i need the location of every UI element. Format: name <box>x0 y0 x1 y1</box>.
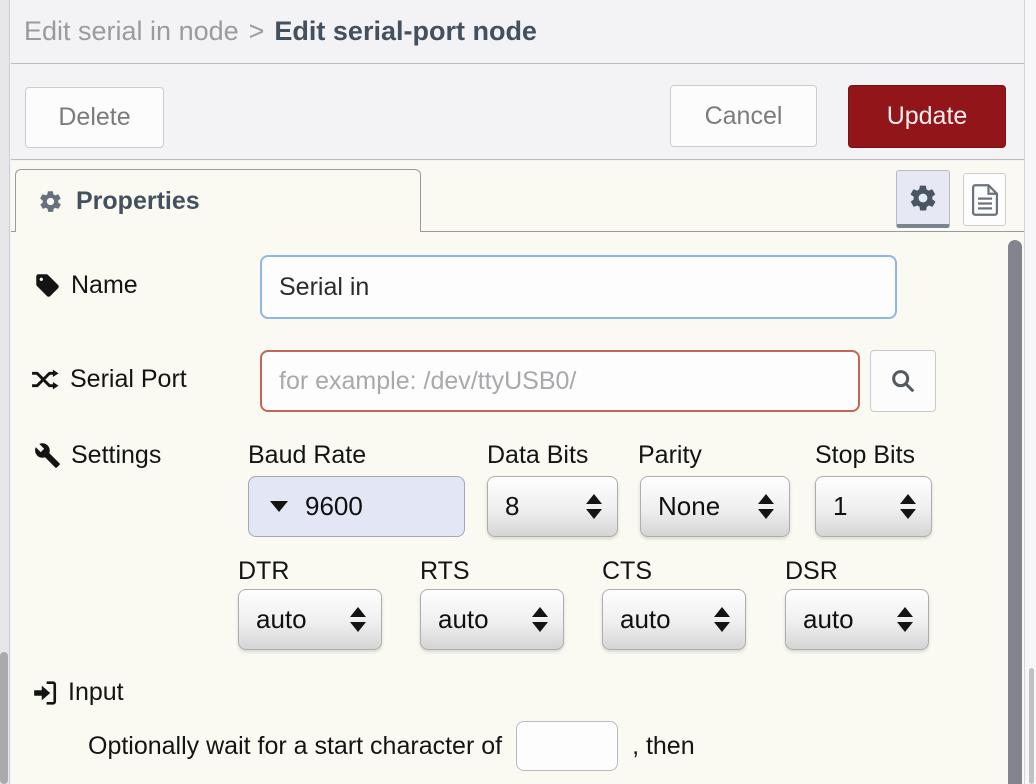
start-character-input[interactable] <box>516 721 619 771</box>
window-scrollbar-thumb[interactable] <box>1029 668 1034 784</box>
node-settings-button[interactable] <box>896 170 950 228</box>
page-title: Edit serial-port node <box>274 16 537 46</box>
updown-arrows-icon <box>350 607 366 632</box>
update-button[interactable]: Update <box>848 85 1006 148</box>
shuffle-icon <box>30 366 60 393</box>
delete-button[interactable]: Delete <box>25 87 164 148</box>
parity-select[interactable]: None <box>640 476 790 537</box>
window-scrollbar-track <box>1024 0 1036 784</box>
updown-arrows-icon <box>758 494 774 519</box>
updown-arrows-icon <box>897 607 913 632</box>
baud-rate-label: Baud Rate <box>248 441 367 469</box>
wrench-icon <box>34 442 61 469</box>
updown-arrows-icon <box>714 607 730 632</box>
node-description-button[interactable] <box>963 173 1006 226</box>
wait-start-character-row: Optionally wait for a start character of… <box>88 720 695 772</box>
dtr-value: auto <box>256 604 307 634</box>
rts-label: RTS <box>420 557 470 585</box>
rts-value: auto <box>438 604 489 634</box>
tag-icon <box>34 272 61 299</box>
gear-icon <box>38 189 63 214</box>
cts-value: auto <box>620 604 671 634</box>
magnifier-icon <box>889 367 917 395</box>
dsr-value: auto <box>803 604 854 634</box>
wait-text-before: Optionally wait for a start character of <box>88 731 503 760</box>
stop-bits-label: Stop Bits <box>815 441 916 469</box>
parity-value: None <box>658 491 721 521</box>
name-field-label: Name <box>34 271 138 300</box>
form-scrollbar-thumb[interactable] <box>1008 240 1022 784</box>
baud-rate-value: 9600 <box>305 491 363 521</box>
sign-in-icon <box>32 680 58 706</box>
data-bits-label: Data Bits <box>487 441 589 469</box>
chevron-down-icon <box>270 501 288 512</box>
dtr-label: DTR <box>238 557 290 585</box>
serial-port-field-label: Serial Port <box>30 365 187 394</box>
name-input[interactable] <box>260 255 897 319</box>
data-bits-value: 8 <box>505 491 520 521</box>
dsr-label: DSR <box>785 557 838 585</box>
settings-section-label: Settings <box>34 441 161 470</box>
parity-label: Parity <box>638 441 702 469</box>
breadcrumb-parent[interactable]: Edit serial in node <box>24 16 239 46</box>
updown-arrows-icon <box>532 607 548 632</box>
dialog-header: Edit serial in node > Edit serial-port n… <box>11 0 1024 64</box>
page-left-strip <box>0 0 10 784</box>
tab-properties[interactable]: Properties <box>15 169 421 232</box>
data-bits-select[interactable]: 8 <box>487 476 618 537</box>
serial-port-input[interactable] <box>260 350 860 412</box>
document-icon <box>971 183 999 217</box>
updown-arrows-icon <box>900 494 916 519</box>
stop-bits-value: 1 <box>833 491 848 521</box>
stop-bits-select[interactable]: 1 <box>815 476 932 537</box>
input-section-label: Input <box>32 678 124 707</box>
wait-text-after: , then <box>632 731 695 760</box>
gear-icon <box>908 183 938 213</box>
rts-select[interactable]: auto <box>420 589 564 650</box>
dsr-select[interactable]: auto <box>785 589 929 650</box>
cancel-button[interactable]: Cancel <box>670 85 817 147</box>
breadcrumb-separator: > <box>248 16 265 46</box>
left-scrollbar-thumb[interactable] <box>0 652 8 784</box>
serial-port-lookup-button[interactable] <box>870 350 936 412</box>
baud-rate-select[interactable]: 9600 <box>248 476 465 537</box>
updown-arrows-icon <box>586 494 602 519</box>
tab-properties-label: Properties <box>76 186 200 215</box>
cts-select[interactable]: auto <box>602 589 746 650</box>
cts-label: CTS <box>602 557 652 585</box>
tabbar-divider <box>11 231 1024 232</box>
dtr-select[interactable]: auto <box>238 589 382 650</box>
